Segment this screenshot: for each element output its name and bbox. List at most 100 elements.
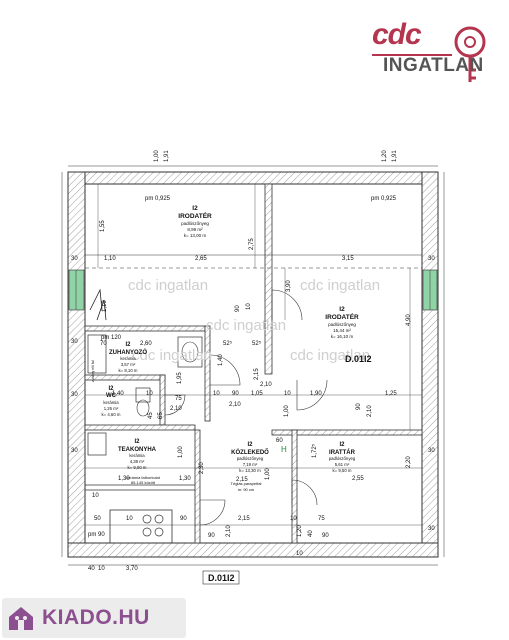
svg-text:3,90: 3,90 — [286, 280, 292, 292]
svg-text:1,10: 1,10 — [104, 256, 116, 262]
svg-text:90: 90 — [322, 533, 329, 539]
svg-text:75: 75 — [175, 396, 182, 402]
svg-text:10: 10 — [246, 303, 252, 310]
brand-logo: cdc — [372, 18, 422, 51]
svg-text:30: 30 — [428, 448, 435, 454]
brand-subtitle: INGATLAN — [383, 55, 484, 76]
svg-text:k= 9,50 m: k= 9,50 m — [333, 468, 352, 473]
svg-text:pm 0,925: pm 0,925 — [371, 196, 397, 202]
svg-text:30: 30 — [71, 448, 78, 454]
svg-text:7,19 m²: 7,19 m² — [243, 462, 258, 467]
svg-text:2,15: 2,15 — [254, 368, 260, 380]
room-office1: I2 IRODATÉR padlószőnyeg 8,99 m² k= 13,0… — [178, 205, 212, 238]
svg-text:8,99 m²: 8,99 m² — [187, 227, 203, 232]
svg-text:pm 90: pm 90 — [88, 532, 105, 538]
svg-text:k= 8,10 m: k= 8,10 m — [119, 368, 138, 373]
svg-text:85-145 között: 85-145 között — [131, 480, 156, 485]
svg-text:1,72⁵: 1,72⁵ — [311, 443, 318, 458]
svg-text:3,70: 3,70 — [126, 566, 138, 572]
svg-text:30: 30 — [71, 339, 78, 345]
svg-text:kerámia: kerámia — [129, 453, 145, 458]
svg-text:45: 45 — [148, 412, 154, 419]
svg-text:1,90: 1,90 — [310, 391, 322, 397]
svg-text:2,30: 2,30 — [199, 462, 205, 474]
watermark-text: cdc ingatlan — [300, 277, 380, 294]
svg-text:1,91: 1,91 — [392, 150, 398, 162]
exterior-walls — [67, 171, 439, 558]
svg-text:IRODATÉR: IRODATÉR — [178, 211, 212, 220]
svg-text:pm 0,925: pm 0,925 — [145, 196, 171, 202]
svg-text:90: 90 — [235, 305, 241, 312]
svg-text:10: 10 — [126, 516, 133, 522]
svg-text:90: 90 — [180, 516, 187, 522]
svg-text:52⁵: 52⁵ — [223, 340, 233, 347]
svg-text:1,20: 1,20 — [382, 150, 388, 162]
svg-text:kerámia: kerámia — [120, 356, 136, 361]
room-corridor: I2 KÖZLEKEDŐ padlószőnyeg 7,19 m² k= 13,… — [231, 442, 269, 473]
dimensions: 1,00 1,91 1,20 1,91 1,55 2,75 3,90 4,90 … — [71, 150, 435, 572]
site-name: KIADO.HU — [42, 606, 150, 629]
svg-text:75: 75 — [318, 516, 325, 522]
room-archive: I2 IRATTÁR padlószőnyeg 5,61 m² k= 9,50 … — [329, 442, 356, 473]
svg-text:1,91: 1,91 — [164, 150, 170, 162]
svg-text:1,30: 1,30 — [179, 476, 191, 482]
unit-code-bottom: D.01I2 — [208, 573, 235, 583]
svg-text:1,10: 1,10 — [102, 300, 108, 312]
svg-text:ZUHANYOZÓ: ZUHANYOZÓ — [109, 348, 147, 356]
svg-text:1,40: 1,40 — [112, 391, 124, 397]
svg-text:2,15: 2,15 — [236, 477, 248, 483]
svg-text:30: 30 — [71, 392, 78, 398]
svg-text:10: 10 — [146, 391, 153, 397]
svg-text:padlószőnyeg: padlószőnyeg — [237, 456, 264, 461]
svg-text:pm 120: pm 120 — [101, 335, 122, 341]
svg-text:I2: I2 — [125, 342, 131, 348]
svg-text:3,15: 3,15 — [342, 256, 354, 262]
svg-text:2,10: 2,10 — [170, 406, 182, 412]
svg-text:m: 90 cm: m: 90 cm — [238, 487, 255, 492]
room-wc: I2 WC kerámia 1,26 m² k= 4,60 m — [102, 386, 121, 417]
svg-text:1,00: 1,00 — [154, 150, 160, 162]
svg-text:10: 10 — [284, 391, 291, 397]
unit-code: D.01I2 — [345, 354, 372, 364]
svg-text:5,61 m²: 5,61 m² — [335, 462, 350, 467]
svg-text:10: 10 — [296, 551, 303, 557]
svg-text:IRATTÁR: IRATTÁR — [329, 449, 356, 456]
svg-text:k= 13,00 m: k= 13,00 m — [184, 233, 207, 238]
svg-text:2,10: 2,10 — [226, 525, 232, 537]
svg-text:52⁵: 52⁵ — [252, 340, 262, 347]
svg-text:10: 10 — [98, 566, 105, 572]
svg-text:k= 4,60 m: k= 4,60 m — [102, 412, 121, 417]
svg-text:3,57 m²: 3,57 m² — [121, 362, 136, 367]
watermark-text: cdc ingatlan — [132, 347, 212, 364]
svg-text:1,00: 1,00 — [284, 405, 290, 417]
svg-text:k= 9,00 m: k= 9,00 m — [128, 465, 147, 470]
svg-text:1,26 m²: 1,26 m² — [104, 406, 119, 411]
site-badge[interactable]: KIADO.HU — [2, 598, 186, 638]
room-kitchen: I2 TEAKONYHA kerámia 4,38 m² k= 9,00 m — [118, 439, 157, 470]
svg-text:H: H — [281, 445, 287, 454]
svg-text:padlószőnyeg: padlószőnyeg — [329, 456, 356, 461]
key-logo-icon — [454, 26, 486, 82]
svg-text:50: 50 — [94, 516, 101, 522]
svg-text:I2: I2 — [192, 205, 198, 212]
svg-text:2,20: 2,20 — [406, 456, 412, 468]
svg-text:60: 60 — [276, 438, 283, 444]
svg-text:1,40: 1,40 — [218, 354, 224, 366]
svg-text:padlószőnyeg: padlószőnyeg — [328, 322, 356, 327]
svg-text:I2: I2 — [339, 306, 345, 313]
svg-text:k= 13,30 m: k= 13,30 m — [239, 468, 261, 473]
svg-text:4,90: 4,90 — [406, 314, 412, 326]
svg-text:2,10: 2,10 — [367, 405, 373, 417]
plan-notes: D.01I2 D.01I2 kerámia falburkolat 85-145… — [88, 196, 397, 585]
watermark-text: cdc ingatlan — [128, 277, 208, 294]
svg-text:WC: WC — [106, 393, 117, 399]
watermark-text: cdc ingatlan — [290, 347, 370, 364]
svg-text:2,60: 2,60 — [140, 341, 152, 347]
svg-text:TEAKONYHA: TEAKONYHA — [118, 447, 157, 453]
svg-text:kerámia falburkolat: kerámia falburkolat — [126, 475, 161, 480]
svg-text:I2: I2 — [108, 386, 114, 392]
interior-walls — [61, 165, 445, 566]
svg-text:10: 10 — [92, 493, 99, 499]
svg-text:1,55: 1,55 — [100, 220, 106, 232]
